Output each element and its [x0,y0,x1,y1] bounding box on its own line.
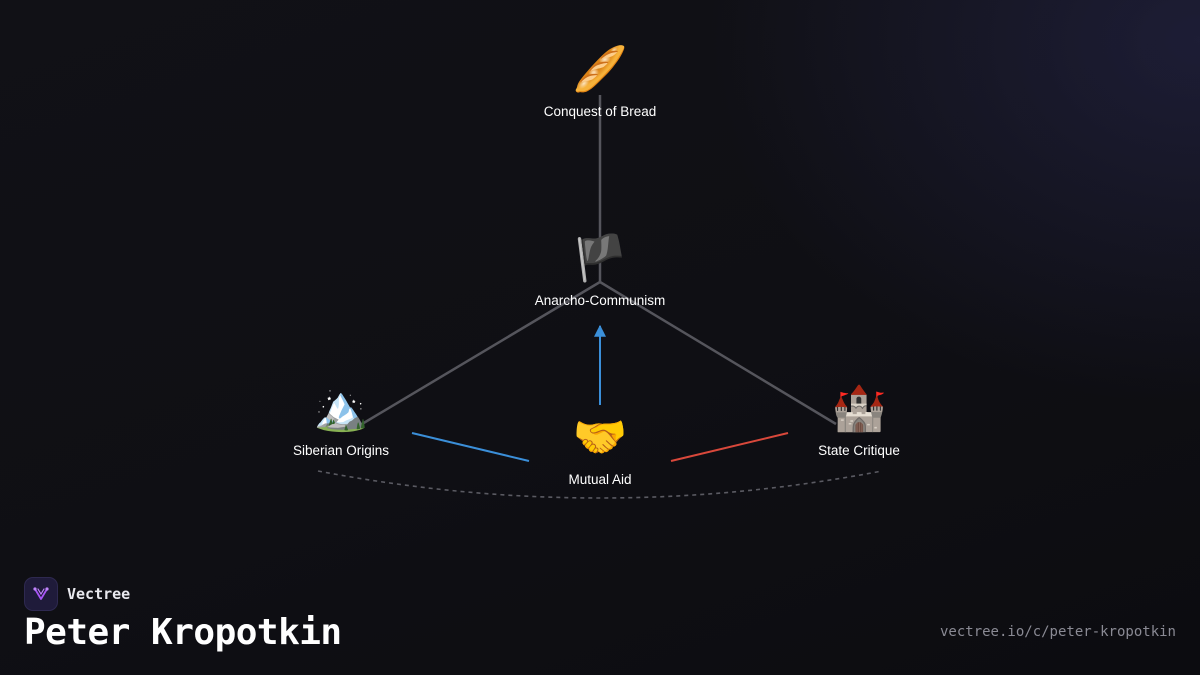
node-label: State Critique [818,443,900,458]
handshake-icon: 🤝 [572,412,628,463]
dashed-arc [317,470,883,499]
mountain-icon: 🏔️ [313,383,369,434]
link-state-mutual [670,432,789,462]
page-url[interactable]: vectree.io/c/peter-kropotkin [939,624,1176,640]
node-label: Conquest of Bread [543,104,657,119]
node-siberian-origins[interactable]: 🏔️ Siberian Origins [241,383,441,458]
link-anarcho-state [599,280,837,426]
node-label: Siberian Origins [292,443,390,458]
link-siberian-mutual [411,432,530,462]
brand[interactable]: Vectree [24,577,130,611]
node-state-critique[interactable]: 🏰 State Critique [759,383,959,458]
brand-name: Vectree [67,585,131,603]
castle-icon: 🏰 [831,383,887,434]
node-label: Anarcho-Communism [534,293,666,308]
node-label: Mutual Aid [568,472,632,487]
vectree-logo-icon [24,577,58,611]
node-anarcho-communism[interactable]: 🏴 Anarcho-Communism [500,233,700,308]
page-title: Peter Kropotkin [24,612,342,653]
node-conquest-of-bread[interactable]: 🥖 Conquest of Bread [500,44,700,119]
node-mutual-aid[interactable]: 🤝 Mutual Aid [500,412,700,487]
bread-icon: 🥖 [572,44,628,95]
black-flag-icon: 🏴 [572,233,628,284]
link-anarcho-siberian [361,280,601,426]
